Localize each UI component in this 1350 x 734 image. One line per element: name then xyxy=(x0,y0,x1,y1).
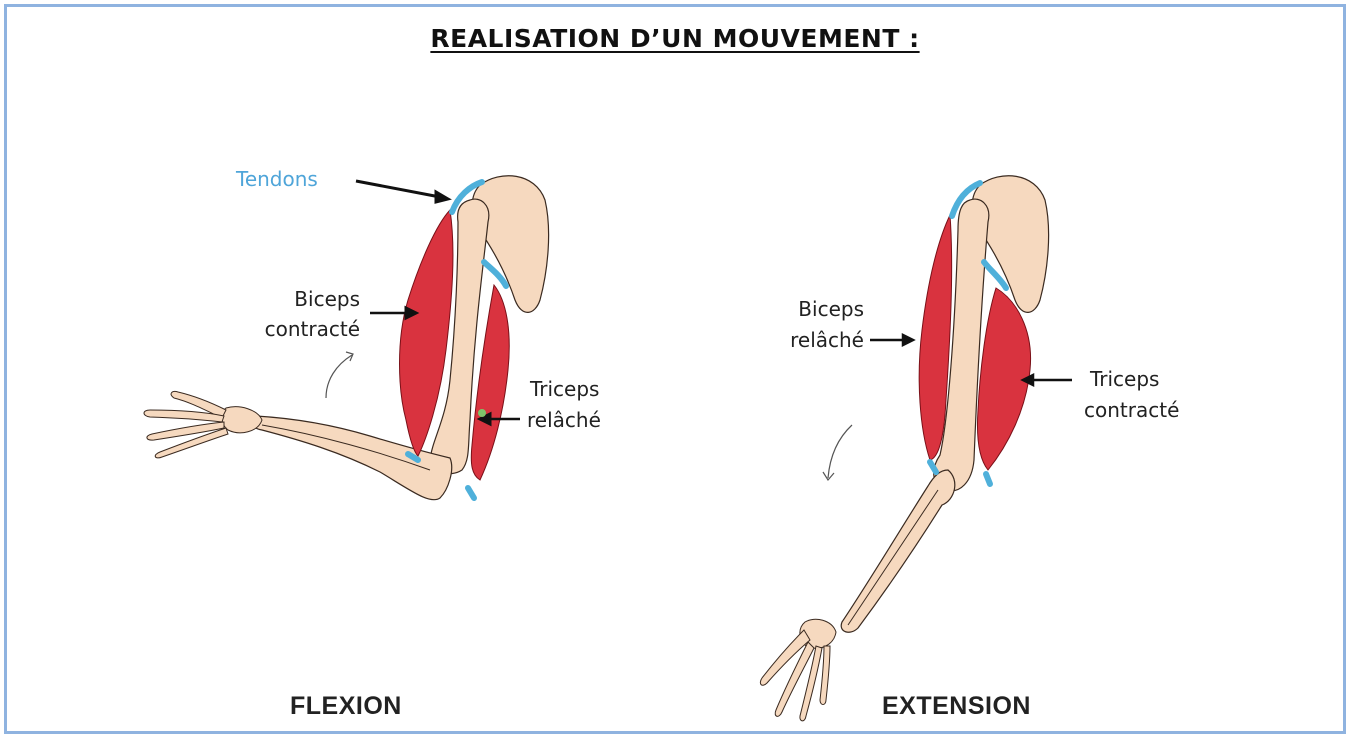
extension-hand xyxy=(760,619,836,721)
flexion-tendons-label: Tendons xyxy=(236,164,318,194)
flexion-biceps-label-line2: contracté xyxy=(206,314,360,344)
extension-biceps-label-line1: Biceps xyxy=(740,294,864,324)
flexion-triceps-marker xyxy=(478,409,486,417)
extension-triceps-label-line2: contracté xyxy=(1084,395,1179,425)
flexion-movement-arrow xyxy=(326,355,352,398)
flexion-caption: FLEXION xyxy=(290,692,402,721)
flexion-biceps-label-line1: Biceps xyxy=(206,284,360,314)
extension-movement-arrow xyxy=(828,425,852,478)
extension-triceps-label-line1: Triceps xyxy=(1090,364,1159,394)
flexion-triceps-label-line1: Triceps xyxy=(530,374,599,404)
extension-caption: EXTENSION xyxy=(882,692,1031,721)
flexion-triceps-label-line2: relâché xyxy=(527,405,601,435)
extension-arm xyxy=(760,176,1072,721)
extension-biceps-label-line2: relâché xyxy=(740,325,864,355)
flexion-hand xyxy=(144,391,262,457)
extension-forearm xyxy=(841,470,955,632)
